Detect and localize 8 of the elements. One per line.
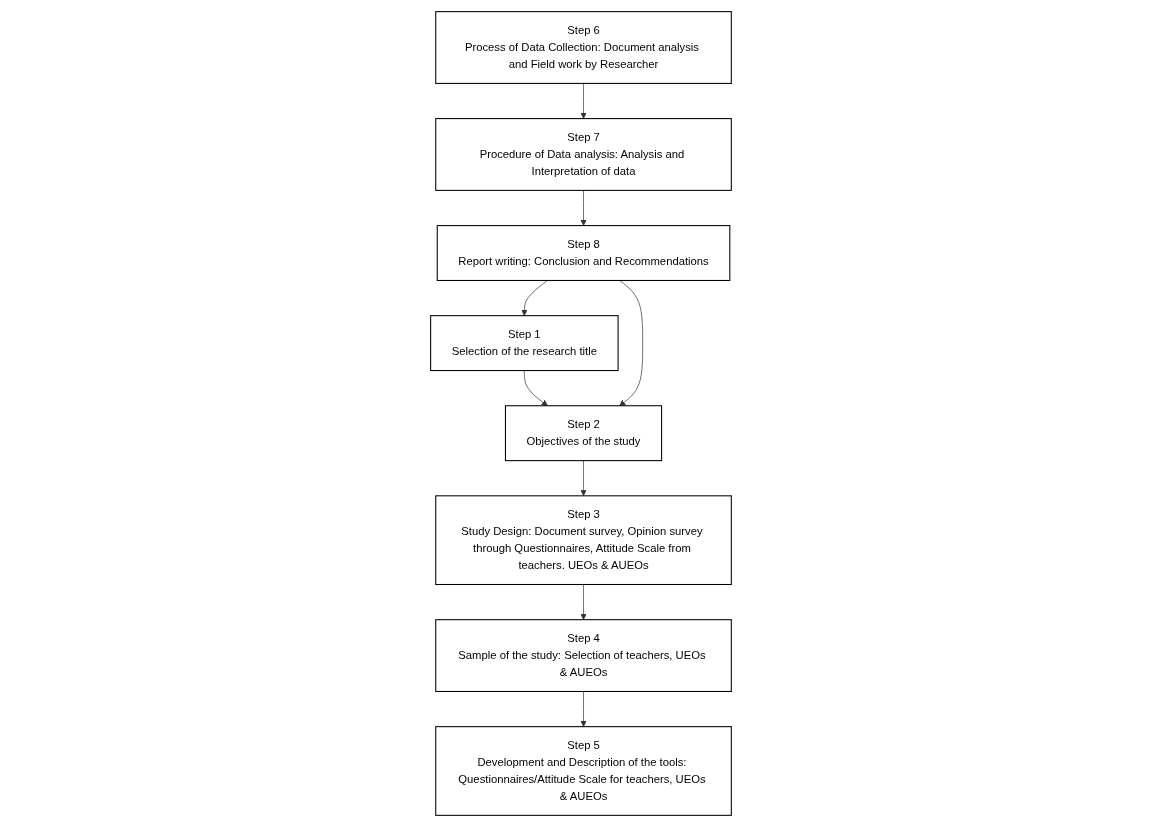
node-box: Step 7 Procedure of Data analysis: Analysis and Interpretation of data [435, 118, 732, 191]
node-box: Step 6 Process of Data Collection: Document analysis and Field work by Researcher [435, 11, 732, 84]
node-box: Step 4 Sample of the study: Selection of teachers, UEOs & AUEOs [435, 619, 732, 692]
node-box: Step 3 Study Design: Document survey, Opinion survey through Questionnaires, Attitude Scale from teachers. UEOs & AUEOs [435, 495, 732, 586]
node-box: Step 2 Objectives of the study [504, 405, 663, 462]
node-box: Step 5 Development and Description of the tools: Questionnaires/Attitude Scale for teachers, UEOs & AUEOs [435, 726, 732, 816]
node-box: Step 1 Selection of the research title [430, 315, 619, 372]
node-box: Step 8 Report writing: Conclusion and Recommendations [436, 225, 731, 281]
